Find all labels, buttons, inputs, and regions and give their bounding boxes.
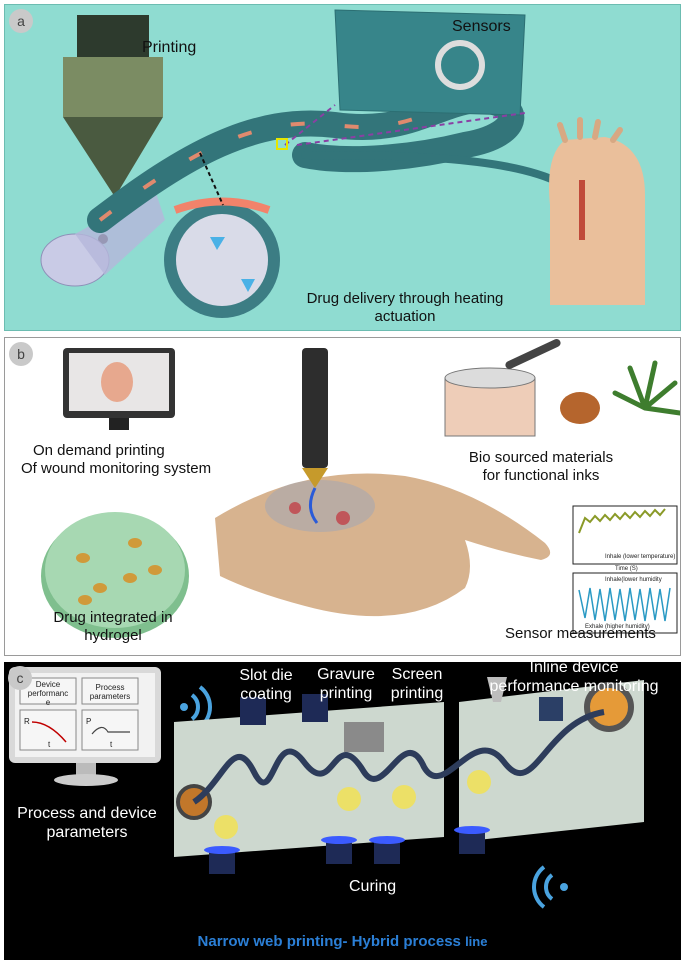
gravure-label: Gravure printing [304, 665, 388, 703]
inline-line-2: performance monitoring [489, 678, 659, 695]
drug-hydrogel-label: Drug integrated in hydrogel [33, 609, 193, 645]
sensor-inset [334, 9, 526, 116]
plant [612, 360, 680, 416]
t-axis-label-1: t [48, 740, 51, 749]
screen-label: Screen printing [382, 665, 452, 703]
drug-hydrogel-line-1: Drug integrated in [53, 609, 173, 626]
drug-delivery-line-2: actuation [374, 308, 436, 325]
panel-c-badge: c [8, 666, 32, 690]
print-head [302, 348, 328, 468]
plot2-label-bottom: Exhale (higher humidity) [585, 624, 650, 630]
nozzle-cone [63, 117, 163, 197]
panel-c-title: Narrow web printing- Hybrid process line [4, 933, 681, 950]
drug-delivery-label: Drug delivery through heating actuation [295, 290, 515, 326]
t-axis-label-2: t [110, 740, 113, 749]
panel-a: a Printing Sensors Drug delivery through… [4, 4, 681, 331]
r-axis-label: R [24, 717, 30, 726]
process-parameters-line-2: parameters [89, 692, 131, 701]
bio-sourced-line-1: Bio sourced materials [468, 449, 614, 466]
panel-c-title-suffix: line [465, 934, 488, 949]
screen-line-1: Screen [391, 666, 443, 683]
slot-die-line-2: coating [240, 686, 292, 703]
on-demand-label: On demand printing Of wound monitoring s… [21, 442, 211, 478]
plot-2 [572, 572, 678, 634]
p-axis-label: P [86, 717, 92, 726]
hand [549, 137, 645, 305]
device-performance-line-1: Device [35, 680, 61, 689]
on-demand-line-2: Of wound monitoring system [21, 460, 212, 477]
bio-sourced-line-2: for functional inks [482, 467, 600, 484]
drug-delivery-line-1: Drug delivery through heating [306, 290, 504, 307]
panel-b: b On demand printing Of wound monitoring… [4, 337, 681, 656]
device-performance-label: Device performanc e [20, 680, 76, 707]
slot-die-line-1: Slot die [239, 667, 293, 684]
wifi-icon-2 [532, 865, 568, 909]
nozzle-body [63, 57, 163, 117]
panel-c-illustration [9, 667, 644, 909]
device-performance-line-2: performanc [27, 689, 69, 698]
inline-monitoring-label: Inline device performance monitoring [474, 662, 674, 696]
plot1-xlabel: Time (S) [615, 566, 638, 572]
device-performance-line-3: e [45, 698, 51, 707]
curing-label: Curing [349, 878, 397, 895]
printing-label: Printing [142, 39, 197, 56]
process-parameters-line-1: Process [95, 683, 125, 692]
hand-b [215, 473, 551, 617]
process-device-line-2: parameters [46, 824, 128, 841]
gravure-line-1: Gravure [317, 666, 375, 683]
panel-b-illustration [41, 339, 680, 638]
plot1-label: Inhale (lower temperature) [605, 554, 676, 560]
screen-line-2: printing [390, 685, 444, 702]
slot-die-label: Slot die coating [220, 666, 312, 704]
panel-a-badge: a [9, 9, 33, 33]
panel-b-badge: b [9, 342, 33, 366]
bio-sourced-label: Bio sourced materials for functional ink… [451, 449, 631, 485]
sensors-label: Sensors [452, 18, 511, 35]
sensor-measurements-label: Sensor measurements [505, 625, 656, 642]
on-demand-line-1: On demand printing [33, 442, 165, 459]
plot2-label-top: Inhale(lower humidity [605, 577, 662, 583]
process-device-label: Process and device parameters [4, 804, 170, 842]
process-parameters-label: Process parameters [82, 683, 138, 701]
panel-c: c Device performanc e Process parameters… [4, 662, 681, 960]
drug-hydrogel-line-2: hydrogel [84, 627, 142, 644]
crab [560, 392, 600, 424]
process-device-line-1: Process and device [17, 805, 157, 822]
panel-c-title-main: Narrow web printing- Hybrid process [197, 933, 461, 950]
inline-line-1: Inline device [529, 662, 619, 676]
panel-a-illustration [40, 9, 645, 318]
nozzle-cap [77, 15, 149, 61]
gravure-line-2: printing [319, 685, 373, 702]
